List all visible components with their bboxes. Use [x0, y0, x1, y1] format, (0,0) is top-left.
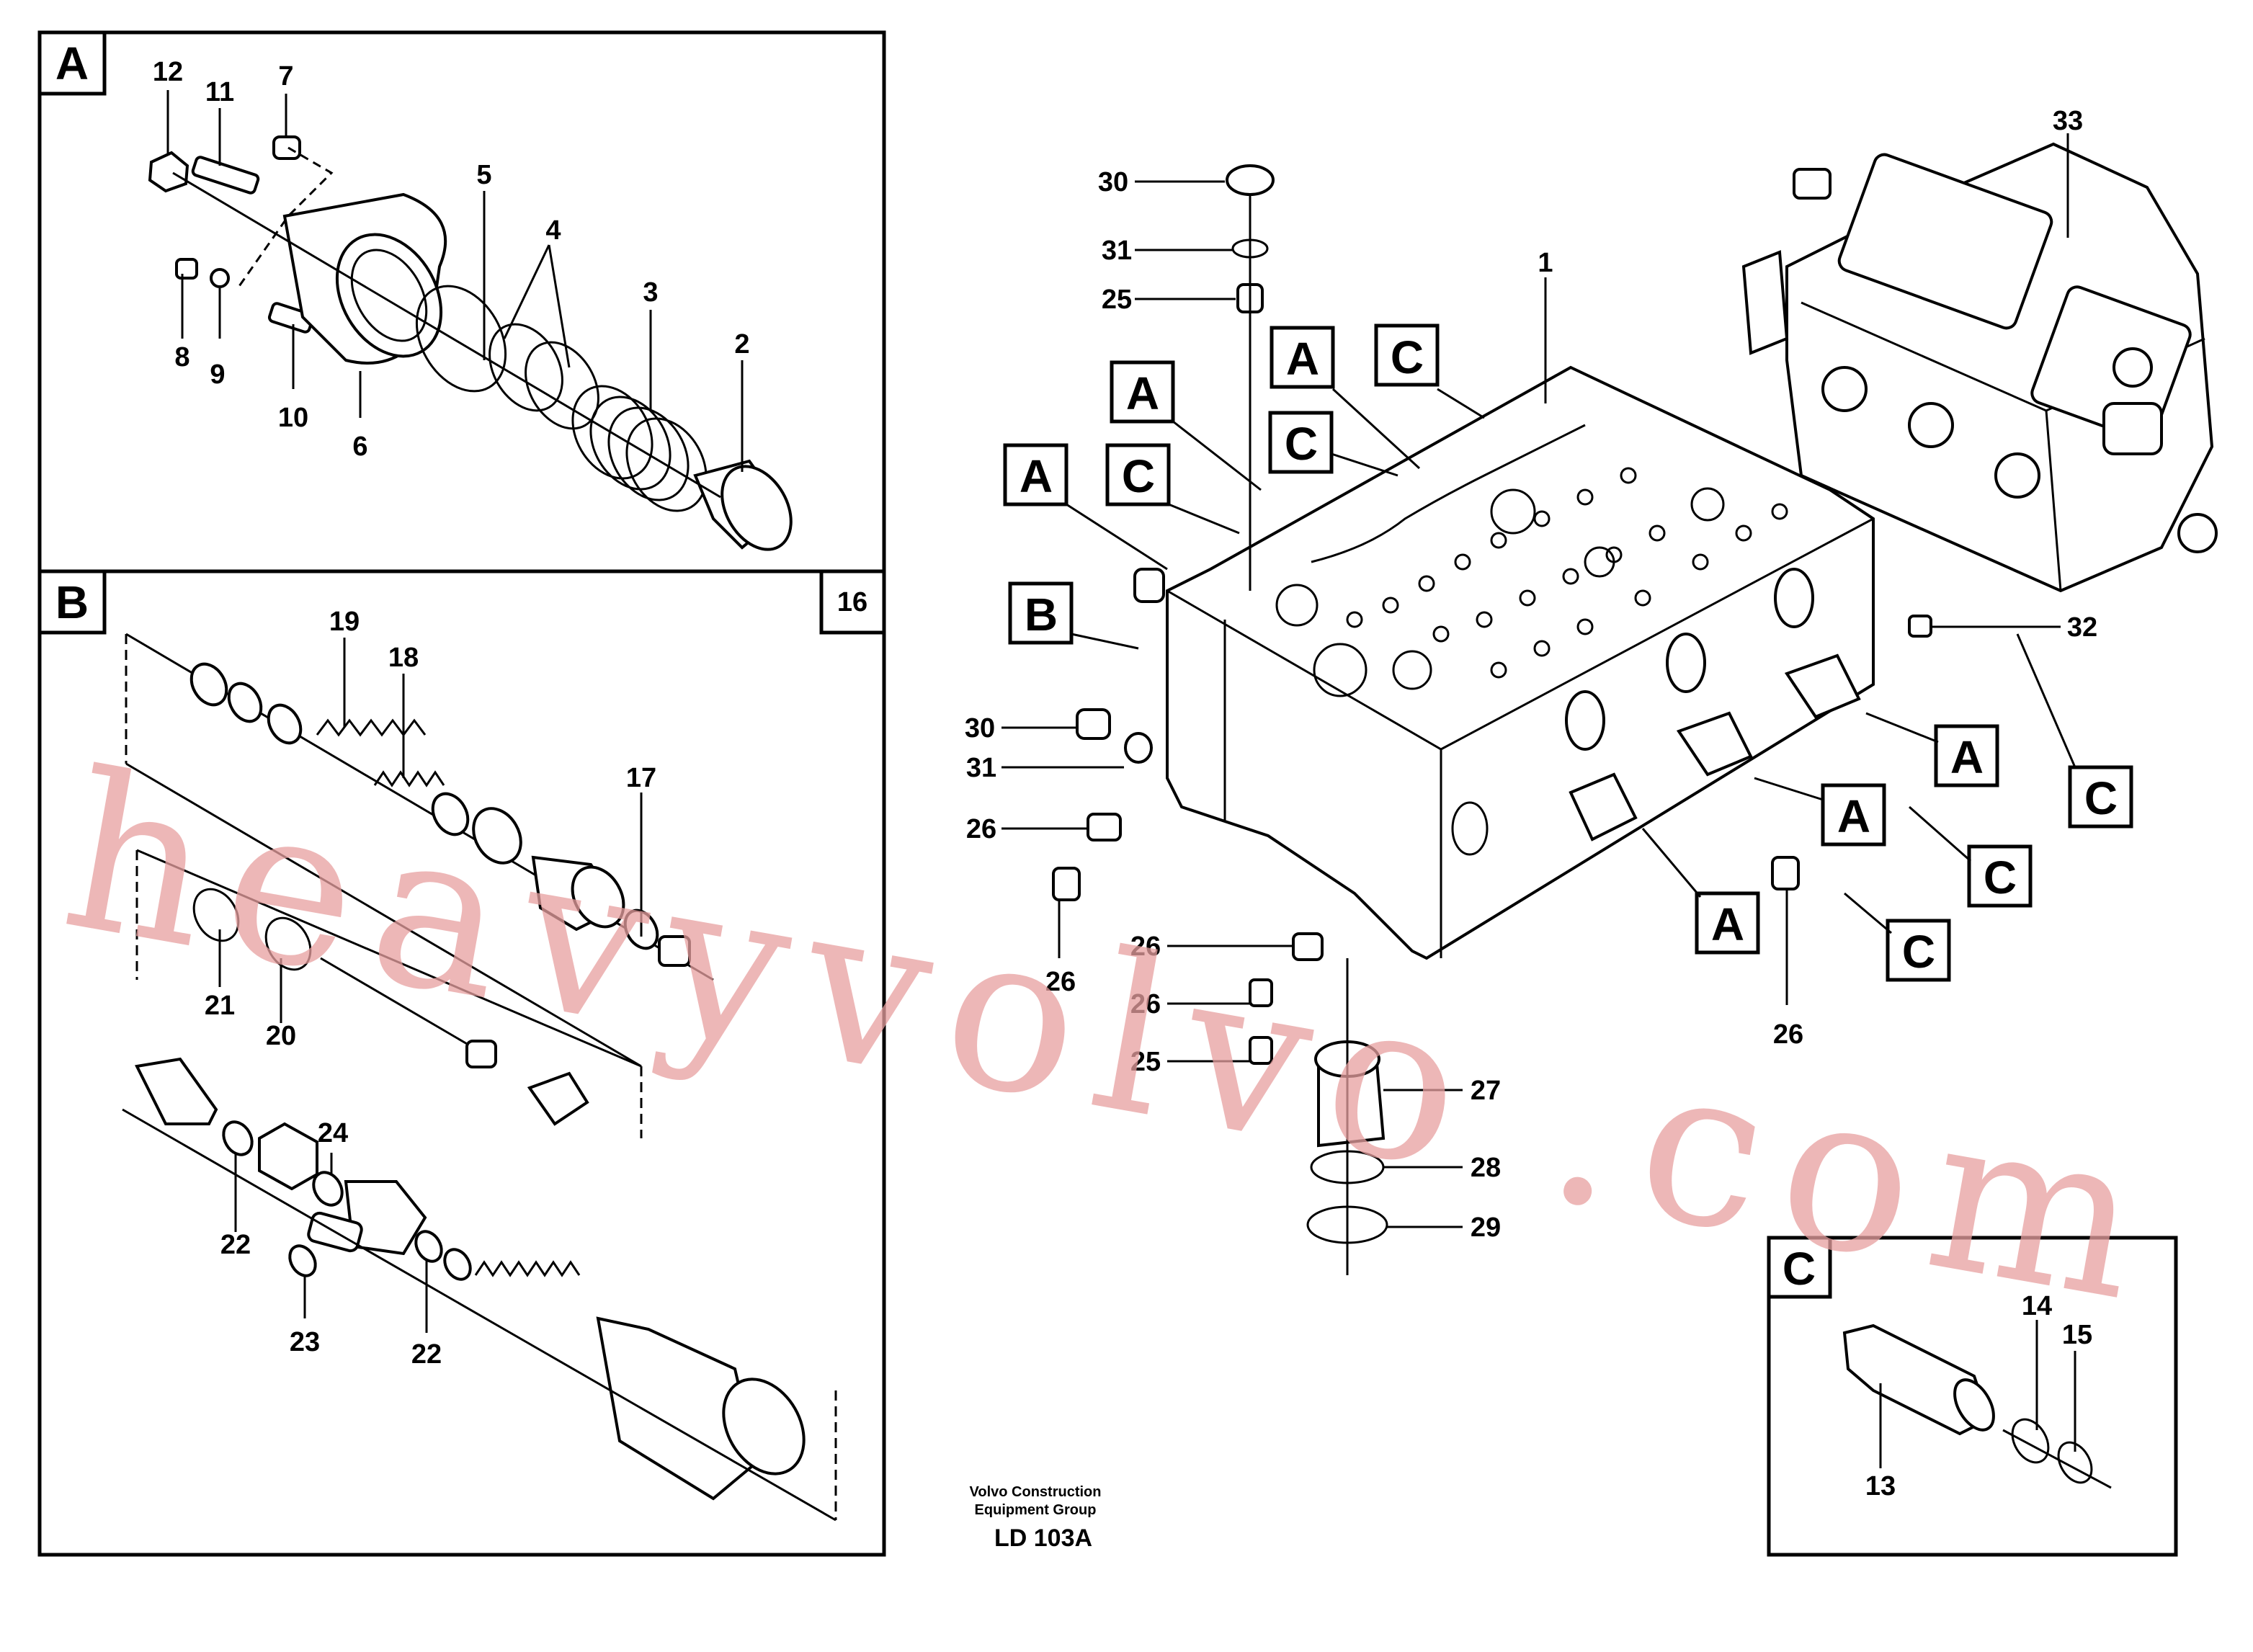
callout: 9 — [210, 360, 225, 390]
main-tags: A C A C A C B A C A C A C — [1003, 323, 2133, 982]
panel-b-corner-number: 16 — [837, 587, 867, 617]
callout: 15 — [2062, 1320, 2092, 1350]
callout: 8 — [174, 342, 189, 372]
callout: 2 — [734, 329, 749, 360]
drawing-code: LD 103A — [994, 1524, 1092, 1552]
main-tag: A — [1837, 790, 1870, 842]
callout: 26 — [1773, 1019, 1803, 1050]
callout: 25 — [1130, 1047, 1161, 1077]
company-line-2: Equipment Group — [975, 1502, 1097, 1518]
callout: 33 — [2053, 106, 2083, 136]
main-tag: A — [1286, 333, 1319, 385]
body-holes — [1275, 467, 1788, 697]
main-tag: C — [1391, 331, 1424, 383]
callout: 4 — [545, 215, 561, 246]
company-line-1: Volvo Construction — [970, 1484, 1102, 1500]
panel-a-leaders — [166, 90, 744, 472]
callout: 26 — [1045, 967, 1076, 997]
callout: 14 — [2022, 1291, 2052, 1321]
callout: 12 — [153, 57, 183, 87]
callout: 29 — [1471, 1213, 1501, 1243]
callout: 11 — [205, 77, 234, 107]
callout: 5 — [476, 160, 491, 190]
main-callouts: 30 31 25 1 33 32 30 31 26 26 26 26 25 26… — [965, 106, 2097, 1243]
panel-a-tag: A — [55, 37, 89, 89]
callout: 27 — [1471, 1076, 1501, 1106]
main-tag: C — [1902, 926, 1935, 978]
main-tag: A — [1950, 731, 1984, 783]
callout: 19 — [329, 607, 360, 637]
callout: 21 — [205, 991, 235, 1021]
callout: 22 — [220, 1230, 251, 1260]
callout: 24 — [318, 1118, 348, 1148]
main-tag: A — [1020, 450, 1053, 502]
callout: 3 — [643, 277, 658, 308]
callout: 10 — [278, 403, 308, 433]
watermark-line-2: .com — [1533, 999, 2179, 1352]
callout: 31 — [1102, 236, 1132, 266]
panel-b-parts — [122, 633, 837, 1522]
main-assembly — [1052, 164, 1932, 1275]
callout: 20 — [266, 1021, 296, 1051]
main-tag: C — [1122, 450, 1155, 502]
callout: 18 — [388, 643, 419, 673]
callout: 23 — [290, 1327, 320, 1357]
callout: 26 — [966, 814, 996, 844]
callout: 26 — [1130, 989, 1161, 1019]
main-tag: B — [1025, 589, 1058, 640]
panel-c: C 14 15 13 — [1767, 1236, 2178, 1557]
callout: 1 — [1538, 248, 1553, 278]
panel-b-leaders — [218, 638, 643, 1333]
panel-c-parts — [1842, 1323, 2112, 1489]
main-tag: A — [1126, 367, 1159, 419]
main-tag: C — [2084, 772, 2118, 824]
main-tag: C — [1285, 418, 1318, 470]
callout: 31 — [966, 753, 996, 783]
callout: 30 — [965, 713, 995, 744]
panel-a-callouts: 12 11 7 5 4 3 2 8 9 10 6 — [153, 57, 750, 462]
callout: 13 — [1865, 1471, 1896, 1501]
callout: 28 — [1471, 1153, 1501, 1183]
main-tag: C — [1984, 852, 2017, 903]
callout: 22 — [411, 1339, 442, 1370]
callout: 17 — [626, 763, 656, 793]
callout: 7 — [278, 61, 293, 91]
panel-b-callouts: 19 18 17 21 20 22 24 23 22 — [205, 607, 656, 1370]
callout: 25 — [1102, 285, 1132, 315]
panel-a: A — [37, 30, 886, 573]
footer: Volvo Construction Equipment Group LD 10… — [970, 1484, 1102, 1552]
callout: 32 — [2067, 612, 2097, 643]
panel-b: B 16 — [37, 569, 886, 1557]
panel-c-tag: C — [1783, 1243, 1816, 1295]
panel-b-tag: B — [55, 576, 89, 628]
main-leaders — [1001, 133, 2076, 1228]
callout: 26 — [1130, 932, 1161, 962]
main-tag: A — [1711, 898, 1744, 950]
panel-a-parts — [148, 135, 793, 551]
assembled-valve-33 — [1741, 142, 2218, 593]
callout: 6 — [352, 432, 367, 462]
callout: 30 — [1098, 167, 1128, 197]
